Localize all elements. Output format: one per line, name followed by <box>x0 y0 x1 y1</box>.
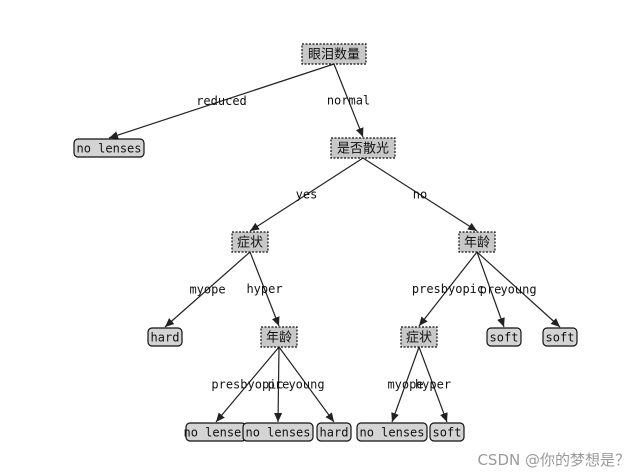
node-label: 眼泪数量 <box>308 48 360 63</box>
edge-label: presbyopic <box>412 282 484 296</box>
leaf-box <box>486 327 522 347</box>
decision-box <box>400 326 438 348</box>
leaf-node-n6: hard <box>147 327 183 347</box>
leaf-node-n10: soft <box>542 327 578 347</box>
edge-label: hyper <box>246 282 282 296</box>
edge-n5-n8 <box>418 251 478 327</box>
decision-node-n4: 症状 <box>231 231 269 253</box>
decision-node-n7: 年龄 <box>260 326 298 348</box>
edge-label: young <box>500 283 536 297</box>
edge-n7-n13 <box>278 346 335 423</box>
edge-n4-n7 <box>249 251 280 327</box>
leaf-node-n11: no lenses <box>183 422 249 442</box>
edge-label: yes <box>296 188 318 202</box>
edge-label: myope <box>387 378 423 392</box>
node-label: 症状 <box>406 331 432 346</box>
watermark: CSDN @你的梦想是？ <box>477 451 630 469</box>
node-label: soft <box>546 331 575 345</box>
edge-label: no <box>413 188 427 202</box>
leaf-node-n2: no lenses <box>73 138 145 158</box>
decision-box <box>260 326 298 348</box>
edge-n3-n5 <box>362 157 478 232</box>
edge-label: pre <box>268 378 290 392</box>
decision-node-n5: 年龄 <box>458 231 496 253</box>
leaf-box <box>316 422 352 442</box>
decision-box <box>330 137 396 159</box>
node-label: no lenses <box>183 426 248 440</box>
edge-label: reduced <box>196 94 247 108</box>
node-label: hard <box>151 331 180 345</box>
edge-n1-n3 <box>333 63 364 138</box>
edge-n8-n15 <box>418 346 448 423</box>
edge-n4-n6 <box>164 251 251 328</box>
leaf-box <box>542 327 578 347</box>
leaf-box <box>356 422 428 442</box>
edge-n8-n14 <box>391 346 420 423</box>
decision-box <box>301 43 367 65</box>
edge-n7-n11 <box>215 346 280 423</box>
leaf-box <box>429 422 465 442</box>
edge-label: young <box>288 378 324 392</box>
leaf-node-n13: hard <box>316 422 352 442</box>
node-label: 年龄 <box>266 331 292 346</box>
leaf-node-n15: soft <box>429 422 465 442</box>
edge-n3-n4 <box>249 157 364 232</box>
decision-node-n8: 症状 <box>400 326 438 348</box>
node-label: hard <box>320 426 349 440</box>
edge-label: hyper <box>415 378 451 392</box>
node-label: 是否散光 <box>337 142 389 157</box>
edge-n5-n9 <box>476 251 505 328</box>
node-label: soft <box>490 331 519 345</box>
edge-label: myope <box>189 283 225 297</box>
edge-n5-n10 <box>476 251 561 328</box>
leaf-box <box>242 422 314 442</box>
decision-node-n3: 是否散光 <box>330 137 396 159</box>
leaf-node-n9: soft <box>486 327 522 347</box>
leaf-box <box>147 327 183 347</box>
edge-label: pre <box>480 283 502 297</box>
leaf-box <box>73 138 145 158</box>
edge-n7-n12 <box>274 346 283 423</box>
edge-label: normal <box>327 94 370 108</box>
decision-box <box>231 231 269 253</box>
leaf-node-n12: no lenses <box>242 422 314 442</box>
node-label: no lenses <box>359 426 424 440</box>
node-label: 症状 <box>237 236 263 251</box>
node-label: no lenses <box>76 142 141 156</box>
edge-n1-n2 <box>108 63 335 139</box>
node-label: soft <box>433 426 462 440</box>
leaf-node-n14: no lenses <box>356 422 428 442</box>
decision-box <box>458 231 496 253</box>
decision-node-n1: 眼泪数量 <box>301 43 367 65</box>
edge-label: presbyopic <box>211 378 283 392</box>
node-label: 年龄 <box>464 236 490 251</box>
node-label: no lenses <box>245 426 310 440</box>
